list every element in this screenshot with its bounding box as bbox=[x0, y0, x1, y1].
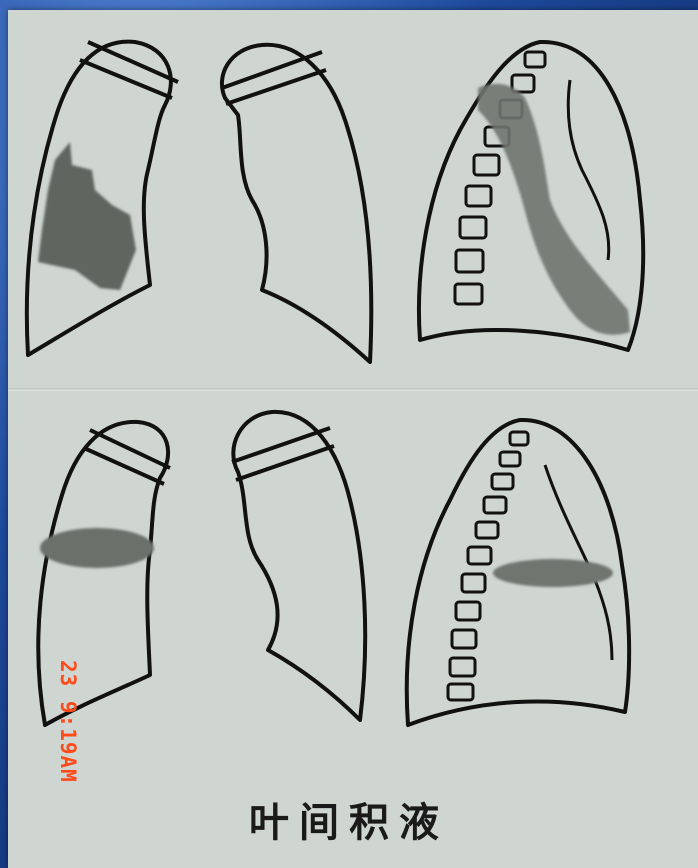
clavicle-line bbox=[232, 428, 330, 462]
fissure-line bbox=[568, 80, 609, 260]
fluid-band bbox=[478, 84, 630, 335]
lung-outline bbox=[222, 45, 371, 362]
date-stamp-text: 23 9:19AM bbox=[56, 660, 80, 783]
clavicle-line bbox=[80, 60, 172, 98]
top-left-lung-pa bbox=[222, 45, 371, 362]
bottom-lateral-view bbox=[407, 420, 629, 725]
date-stamp: 23 9:19AM bbox=[48, 660, 88, 820]
lens-fluid bbox=[493, 559, 613, 587]
poster-caption: 叶间积液 bbox=[0, 790, 698, 848]
opacity-patch bbox=[38, 142, 136, 290]
clavicle-line bbox=[226, 70, 326, 104]
clavicle-line bbox=[222, 52, 322, 88]
clavicle-line bbox=[90, 430, 170, 468]
top-right-lung-pa bbox=[27, 42, 178, 355]
bottom-left-lung-pa bbox=[232, 412, 365, 720]
lens-fluid bbox=[40, 528, 154, 568]
clavicle-line bbox=[84, 448, 164, 484]
clavicle-line bbox=[236, 446, 334, 480]
top-lateral-view bbox=[419, 42, 643, 350]
